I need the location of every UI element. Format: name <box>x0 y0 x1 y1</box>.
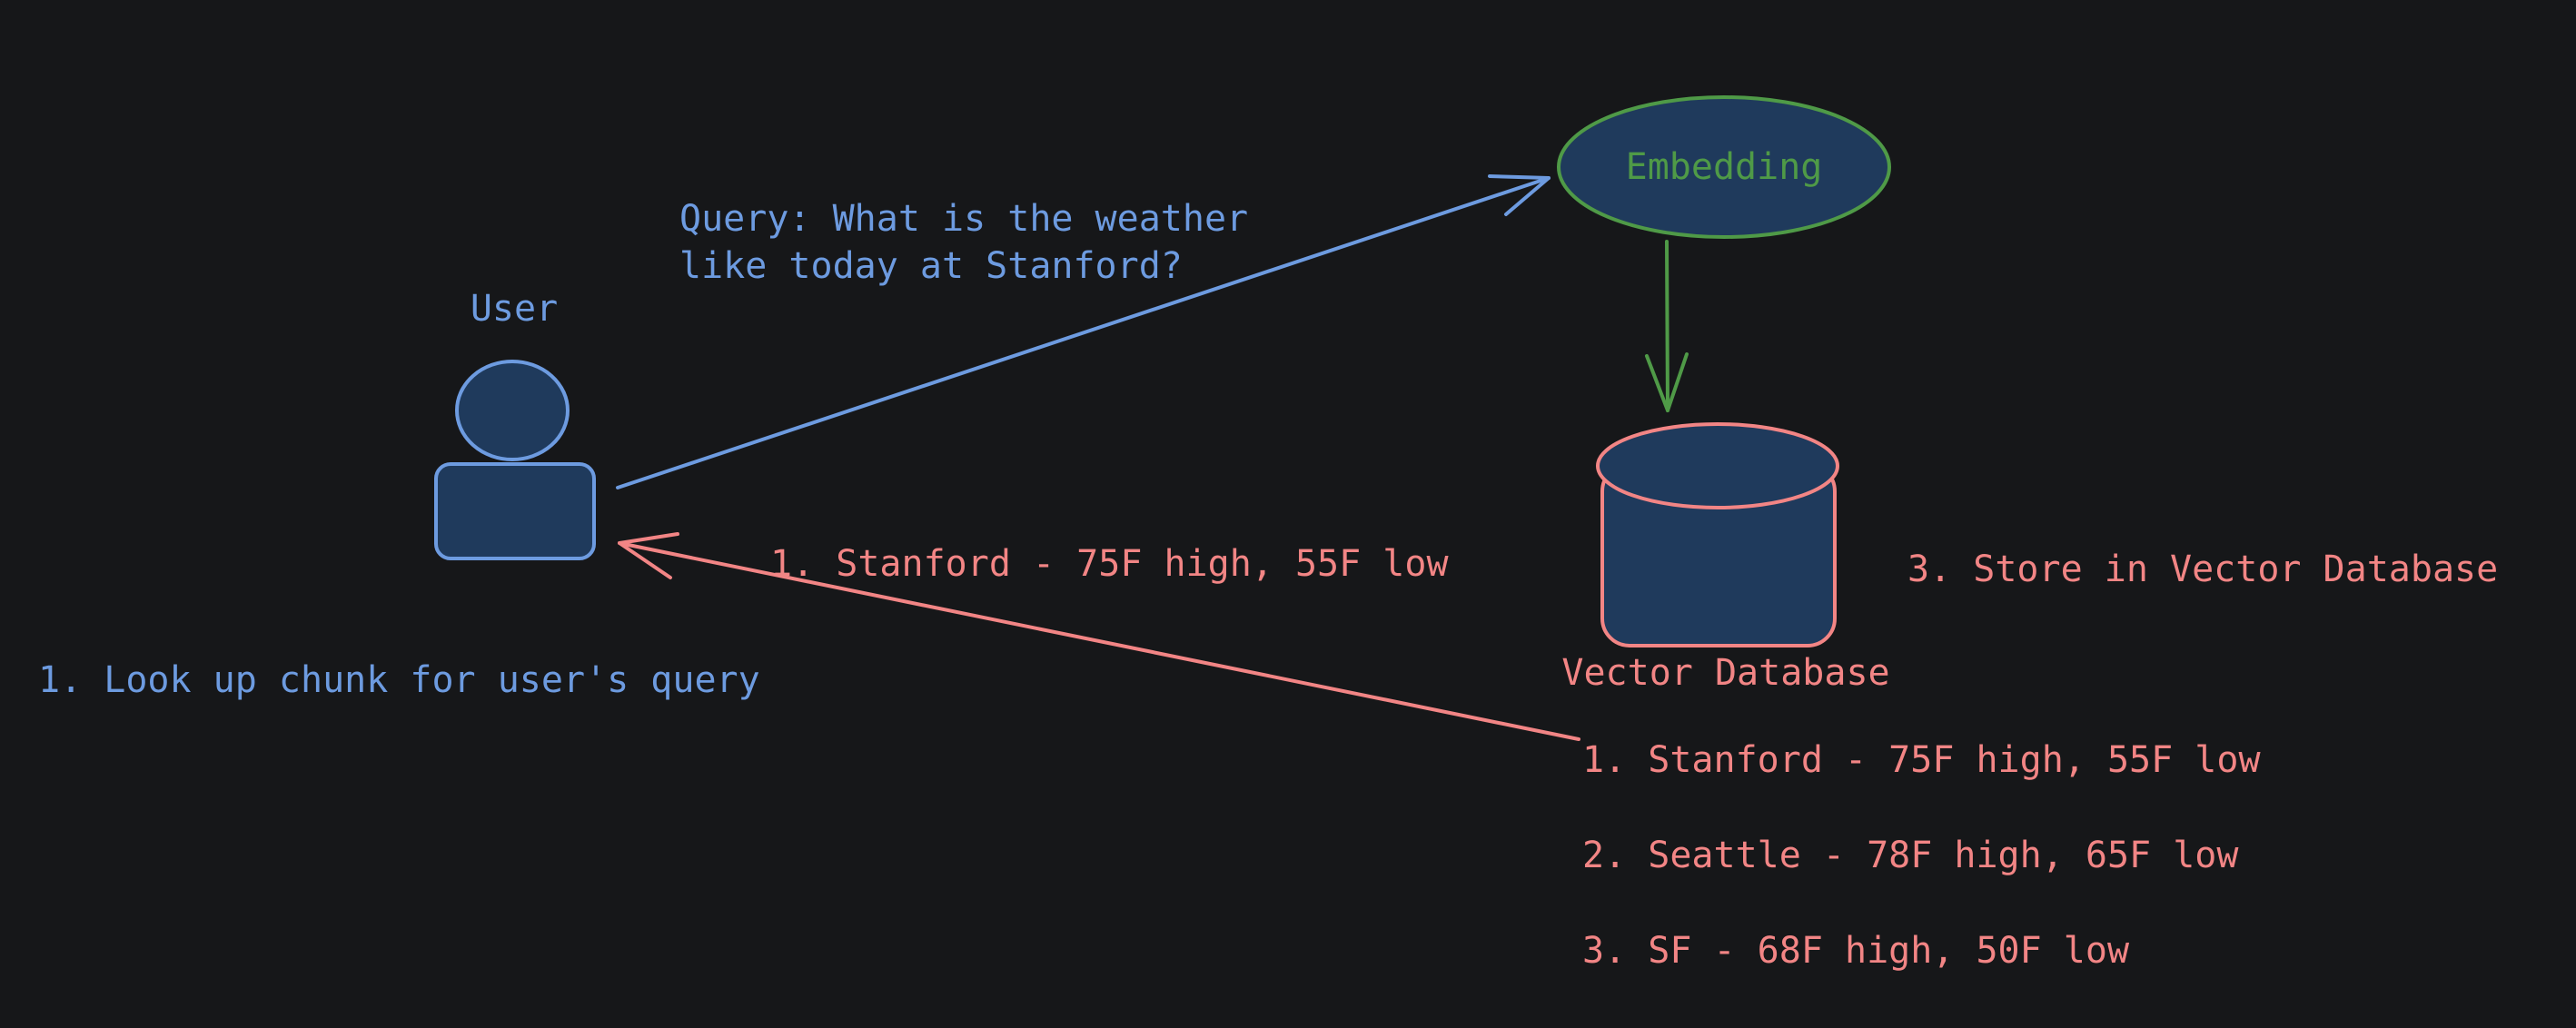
step-store-label: 3. Store in Vector Database <box>1907 549 2498 590</box>
embedding-label: Embedding <box>1626 146 1823 188</box>
db-entry: 1. Stanford - 75F high, 55F low <box>1582 739 2261 781</box>
query-arrow <box>616 174 1551 489</box>
db-entry: 2. Seattle - 78F high, 65F low <box>1582 835 2239 876</box>
returned-chunk-label: 1. Stanford - 75F high, 55F low <box>770 543 1449 585</box>
query-text-line-2: like today at Stanford? <box>679 245 1183 287</box>
user-label: User <box>471 288 558 330</box>
embedding-node <box>1557 95 1891 239</box>
retrieval-arrow <box>618 532 1580 741</box>
user-body <box>434 462 596 560</box>
vector-database-cylinder <box>1596 422 1839 647</box>
user-head <box>455 360 570 461</box>
query-text-line-1: Query: What is the weather <box>679 198 1248 240</box>
user-figure <box>434 360 596 560</box>
db-entry: 3. SF - 68F high, 50F low <box>1582 930 2130 972</box>
vector-database-label: Vector Database <box>1561 652 1889 694</box>
cylinder-top <box>1596 422 1839 509</box>
embedding-to-db-arrow <box>1645 240 1689 412</box>
step-lookup-label: 1. Look up chunk for user's query <box>38 659 760 701</box>
